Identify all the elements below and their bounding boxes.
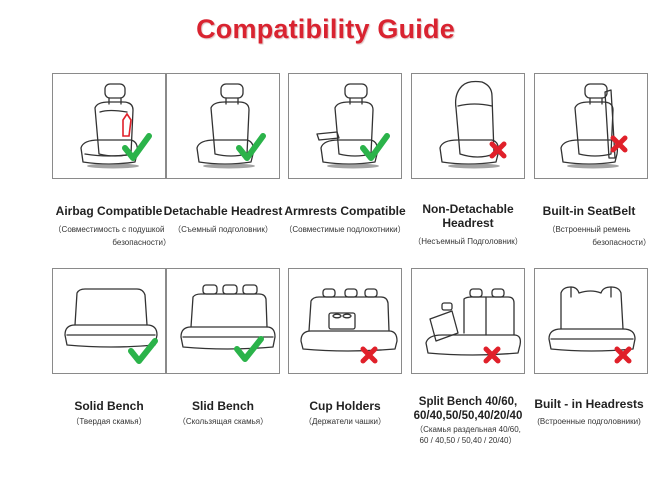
cross-icon: [610, 135, 628, 153]
cross-icon: [614, 346, 632, 364]
sub-solid-bench: （Твердая скамья）: [71, 417, 147, 426]
sub-cup-holders: （Держатели чашки）: [303, 417, 387, 426]
card-detachable-headrest: [166, 73, 280, 179]
airbag-seat-icon: [80, 83, 152, 169]
card-non-detachable-headrest: [411, 73, 525, 179]
check-icon: [360, 133, 390, 161]
check-icon: [128, 338, 158, 364]
card-armrests-compatible: [288, 73, 402, 179]
non-detachable-headrest-seat-icon: [439, 80, 507, 169]
cup-holder-bench-icon: [300, 288, 398, 364]
check-icon: [236, 133, 266, 161]
detachable-headrest-seat-icon: [196, 83, 266, 169]
card-cup-holders: [288, 268, 402, 374]
sub-built-in-seatbelt: （Встроенный ремень безопасности）: [547, 225, 651, 247]
cross-icon: [489, 141, 507, 159]
label-built-in-seatbelt: Built-in SeatBelt: [542, 204, 636, 218]
check-icon: [234, 336, 264, 362]
sub-armrests-compatible: （Совместимые подлокотники）: [284, 225, 406, 234]
label-solid-bench: Solid Bench: [74, 399, 144, 413]
sub-built-in-headrests: (Встроенные подголовники): [537, 417, 641, 426]
cross-icon: [483, 346, 501, 364]
card-built-in-seatbelt: [534, 73, 648, 179]
page-title: Compatibility Guide: [196, 14, 455, 44]
card-slid-bench: [166, 268, 280, 374]
label-non-detachable-headrest: Non-Detachable Headrest: [422, 202, 514, 230]
card-built-in-headrests: [534, 268, 648, 374]
card-solid-bench: [52, 268, 166, 374]
label-detachable-headrest: Detachable Headrest: [163, 204, 283, 218]
cross-icon: [360, 346, 378, 364]
built-in-seatbelt-seat-icon: [560, 83, 628, 169]
built-in-headrests-bench-icon: [548, 286, 636, 364]
sub-non-detachable-headrest: （Несъемный Подголовник）: [413, 237, 523, 246]
sub-detachable-headrest: （Съемный подголовник）: [173, 225, 273, 234]
card-split-bench: [411, 268, 525, 374]
label-armrests-compatible: Armrests Compatible: [284, 204, 406, 218]
label-split-bench: Split Bench 40/60, 60/40,50/50,40/20/40: [413, 396, 523, 422]
armrest-seat-icon: [316, 83, 390, 169]
check-icon: [122, 133, 152, 161]
label-airbag-compatible: Airbag Compatible: [55, 204, 163, 218]
label-slid-bench: Slid Bench: [191, 399, 254, 413]
split-bench-icon: [425, 288, 522, 364]
sub-slid-bench: （Скользящая скамья）: [177, 417, 269, 426]
slid-bench-icon: [180, 284, 276, 362]
label-cup-holders: Cup Holders: [309, 399, 381, 413]
sub-airbag-compatible: （Совместимость с подушкой безопасности）: [53, 225, 171, 247]
solid-bench-icon: [64, 288, 158, 364]
card-airbag-compatible: [52, 73, 166, 179]
label-built-in-headrests: Built - in Headrests: [534, 397, 644, 411]
sub-split-bench: （Скамья раздельная 40/60, 60 / 40,50 / 5…: [415, 425, 521, 445]
